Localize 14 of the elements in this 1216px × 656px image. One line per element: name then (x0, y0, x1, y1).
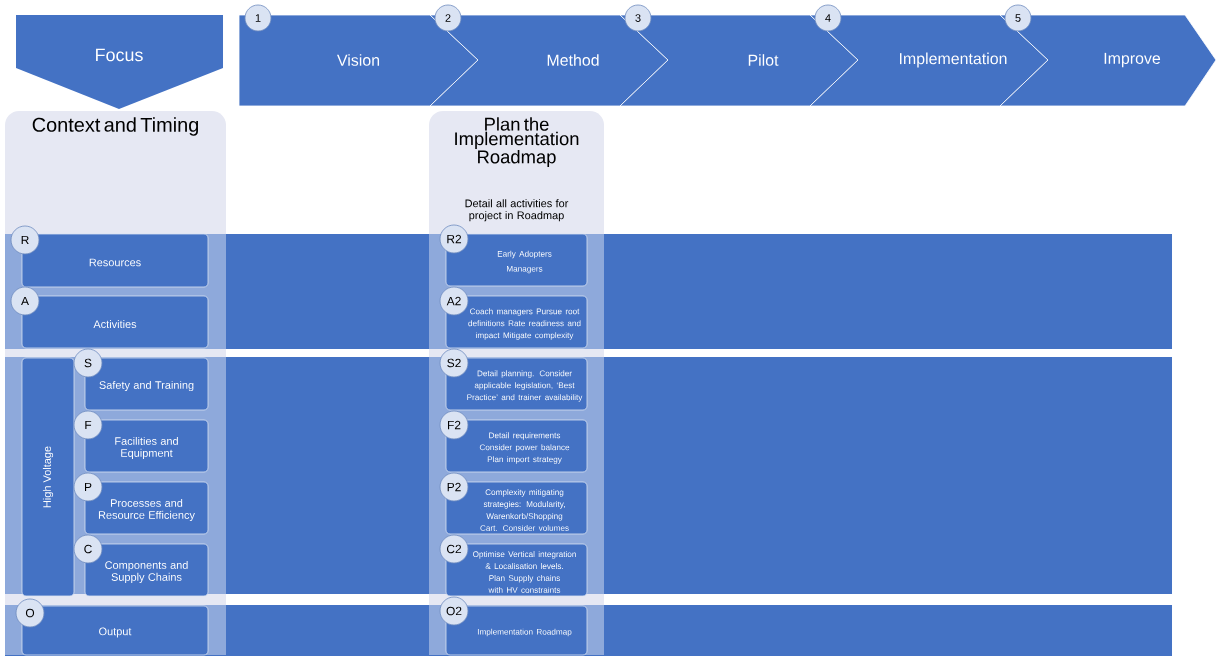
category-box: High Voltage (21, 357, 75, 597)
number-badge: F2 (439, 410, 469, 440)
number-badge: A2 (439, 286, 469, 316)
number-badge: P (73, 472, 103, 502)
number-badge: 4 (814, 4, 842, 32)
number-badge: A (10, 286, 40, 316)
node-label: Improve (1104, 52, 1161, 68)
number-badge: 5 (1004, 4, 1032, 32)
number-badge: C (73, 534, 103, 564)
focus-pentagon: Focus (16, 15, 223, 109)
number-badge: P2 (439, 472, 469, 502)
number-badge: 3 (624, 4, 652, 32)
number-badge: C2 (439, 534, 469, 564)
number-badge: F (73, 410, 103, 440)
